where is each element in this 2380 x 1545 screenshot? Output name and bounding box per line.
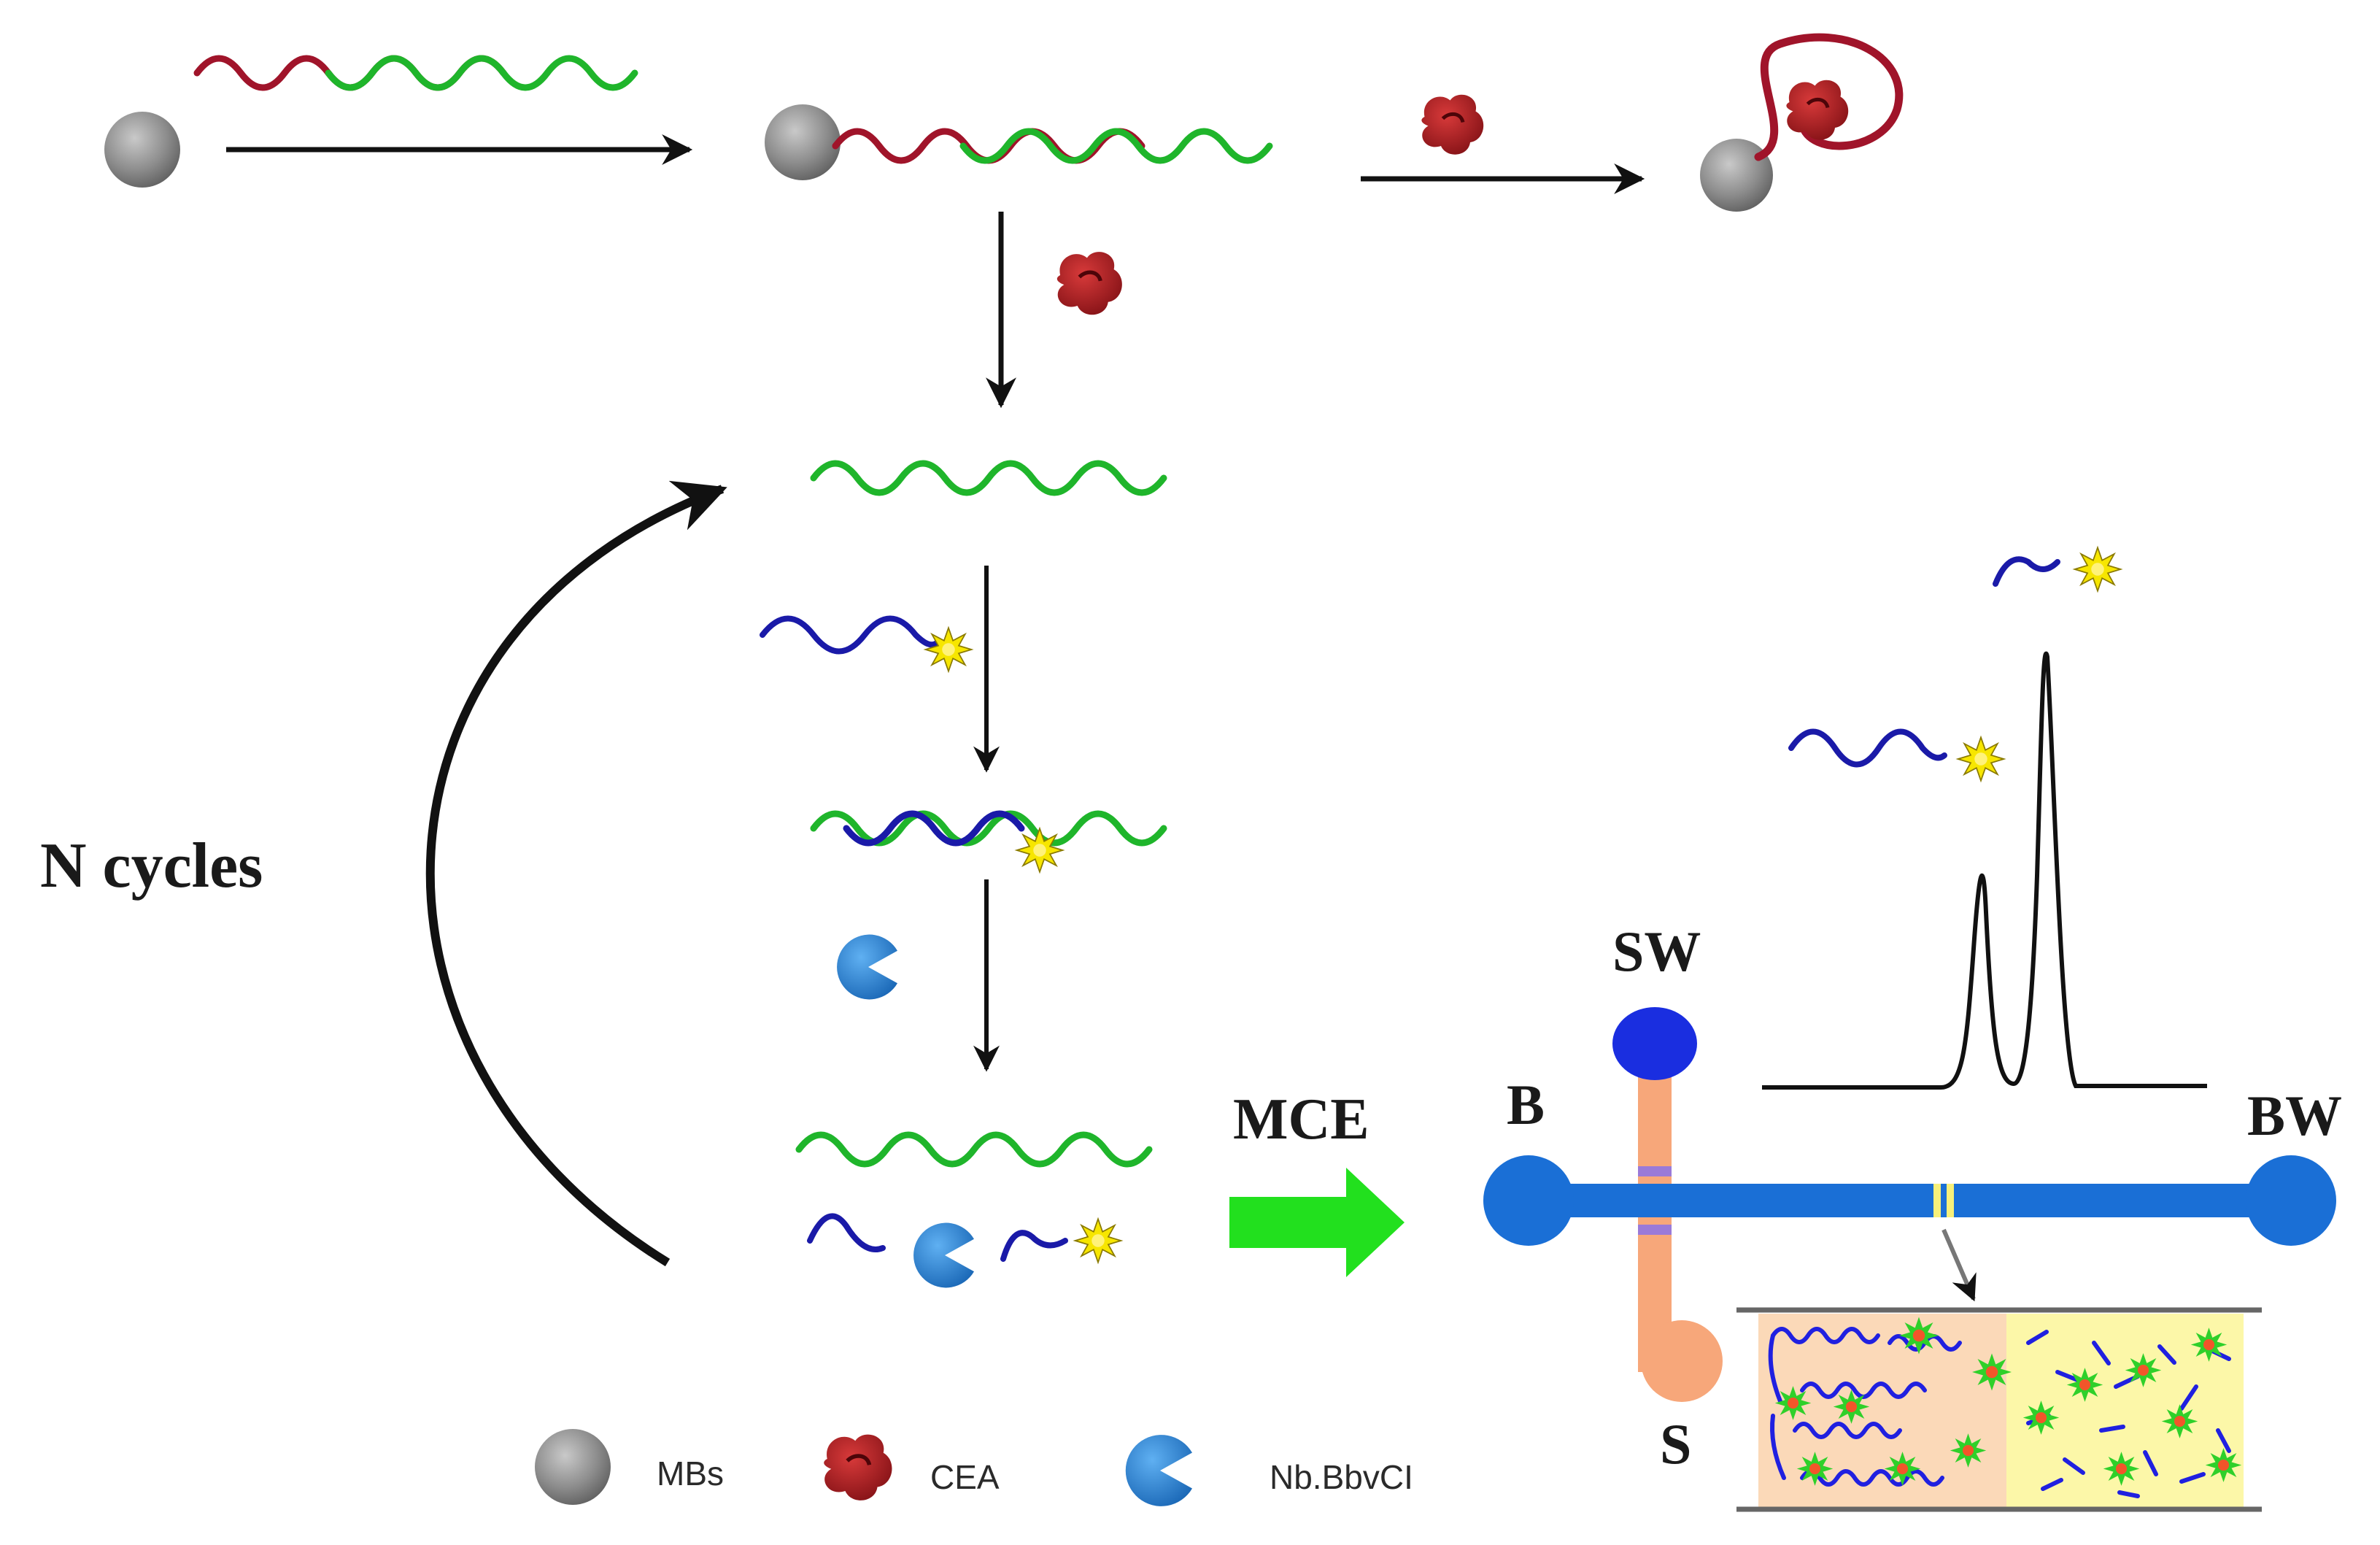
mce-label: MCE <box>1233 1087 1369 1152</box>
aptamer-loop <box>1754 33 1904 161</box>
fluorophore-duplex-icon <box>1016 828 1064 873</box>
bw-label: BW <box>2247 1084 2342 1147</box>
cea-bound-icon <box>1786 80 1848 140</box>
injection-cross-top <box>1638 1166 1672 1176</box>
sw-label: SW <box>1612 920 1701 983</box>
cleaved-probe-fluor-icon <box>2074 547 2122 592</box>
intact-probe-peak-label <box>1788 728 1947 768</box>
magnetic-bead-cea <box>1700 139 1773 212</box>
fluorescent-probe <box>760 615 940 655</box>
s-label: S <box>1660 1412 1691 1476</box>
zoom-pointer <box>1942 1228 1977 1302</box>
zoom-inset <box>1736 1307 2262 1512</box>
cea-protein-icon <box>1421 95 1483 155</box>
hybrid-duplex <box>810 810 1167 847</box>
fluorophore-product-icon <box>1074 1218 1122 1263</box>
cleaved-fluor-fragment <box>1000 1230 1068 1262</box>
buffer-waste-reservoir <box>2246 1155 2336 1246</box>
magnetic-bead-duplex <box>765 104 841 180</box>
legend-bead-icon <box>535 1429 611 1505</box>
legend-enzyme-icon <box>1125 1435 1192 1506</box>
intact-probe-fluor-icon <box>1957 736 2005 782</box>
recycled-green-strand <box>795 1131 1153 1168</box>
fluorophore-icon <box>924 627 973 672</box>
cycles-label: N cycles <box>40 831 263 901</box>
mce-arrow <box>1229 1168 1405 1277</box>
sample-waste-reservoir <box>1612 1007 1697 1080</box>
buffer-reservoir <box>1483 1155 1574 1246</box>
legend-bead-label: MBs <box>657 1455 724 1492</box>
detection-window <box>1933 1184 1941 1217</box>
legend-cea-icon <box>824 1435 892 1500</box>
bead-duplex-strands <box>832 128 1273 164</box>
aptamer-duplex-free <box>193 55 638 91</box>
cleaved-probe-peak-label <box>1993 556 2060 587</box>
legend-cea-label: CEA <box>930 1458 1000 1496</box>
cleaved-probe-fragment <box>807 1213 886 1252</box>
injection-cross-bottom <box>1638 1225 1672 1235</box>
legend-enzyme-label: Nb.BbvCI <box>1270 1458 1413 1496</box>
electropherogram-trace <box>1762 651 2207 1090</box>
nicking-enzyme-product-icon <box>913 1222 974 1288</box>
legend: MBs CEA Nb.BbvCI <box>535 1429 1413 1506</box>
separation-channel <box>1521 1184 2284 1217</box>
released-green-strand <box>810 460 1167 496</box>
magnetic-bead-free <box>104 112 180 188</box>
cea-protein-icon-2 <box>1057 252 1122 315</box>
nicking-enzyme-icon <box>837 934 897 1000</box>
cycle-arrow <box>425 480 727 1267</box>
b-label: B <box>1507 1073 1545 1136</box>
